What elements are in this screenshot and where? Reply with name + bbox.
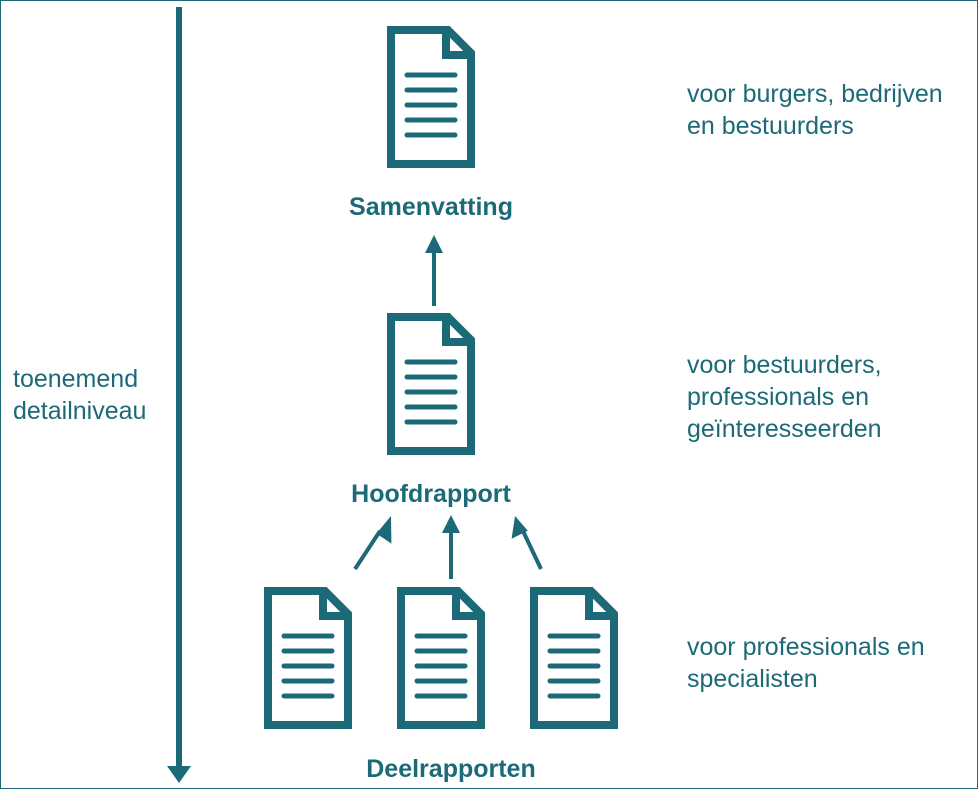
main-audience-line-2: professionals en: [687, 383, 870, 411]
summary-audience-line-2: en bestuurders: [687, 112, 854, 140]
summary-audience-line-1: voor burgers, bedrijven: [687, 80, 943, 108]
axis-label-line-1: toenemend: [13, 365, 139, 393]
summary-document-icon: [391, 30, 471, 164]
parts-audience-line-1: voor professionals en: [687, 633, 925, 661]
main-report-title: Hoofdrapport: [351, 480, 511, 508]
summary-title: Samenvatting: [349, 193, 513, 221]
part-reports-title: Deelrapporten: [366, 755, 536, 783]
main-audience-line-3: geïnteresseerden: [687, 415, 882, 443]
main-report-document-icon: [391, 317, 471, 451]
main-audience-line-1: voor bestuurders,: [687, 351, 882, 379]
part-report-2-document-icon: [401, 591, 481, 725]
axis-label-line-2: detailniveau: [13, 397, 147, 425]
part-report-3-document-icon: [534, 591, 614, 725]
part-reports-audience: voor professionals en specialisten: [687, 631, 925, 695]
arrow-part1-to-main: [353, 516, 392, 571]
arrow-main-to-summary: [425, 235, 443, 306]
part-report-1-document-icon: [268, 591, 348, 725]
arrow-part3-to-main: [511, 516, 543, 570]
summary-audience: voor burgers, bedrijven en bestuurders: [687, 78, 943, 142]
detail-axis-arrow: [167, 7, 191, 783]
detail-axis-label: toenemend detailniveau: [13, 363, 146, 427]
main-report-audience: voor bestuurders, professionals en geïnt…: [687, 349, 882, 445]
arrow-part2-to-main: [442, 515, 460, 579]
parts-audience-line-2: specialisten: [687, 665, 818, 693]
